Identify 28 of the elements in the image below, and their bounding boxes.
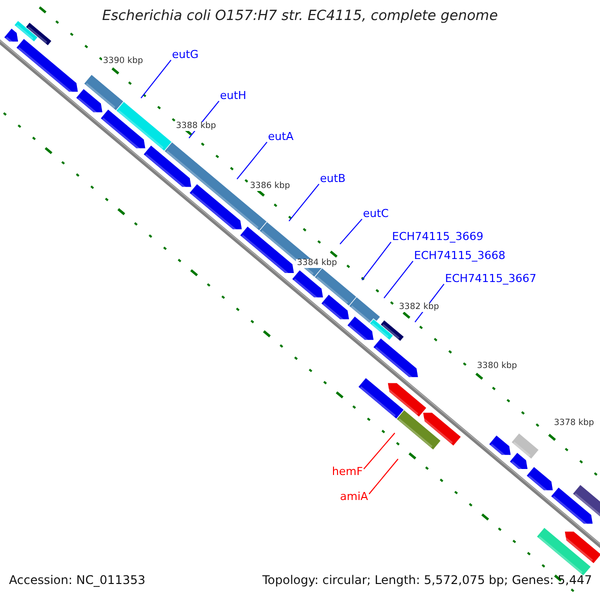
gene-label: eutB <box>320 173 346 186</box>
gene-label: ECH74115_3667 <box>445 273 536 286</box>
tick-label: 3390 kbp <box>102 57 144 66</box>
gene-label: amiA <box>340 491 368 504</box>
gene-label: eutA <box>268 131 294 144</box>
leader-line <box>362 242 392 281</box>
tick-label: 3388 kbp <box>175 122 218 132</box>
tick-label: 3380 kbp <box>476 362 518 372</box>
gene-label: eutH <box>220 90 246 102</box>
tick-label: 3378 kbp <box>553 419 596 428</box>
leader-line <box>363 432 396 470</box>
tick-label: 3386 kbp <box>249 182 292 192</box>
footer-text: Accession: NC_011353 <box>9 574 146 588</box>
gene-label: hemF <box>332 466 363 478</box>
gene-label: ECH74115_3668 <box>414 250 506 262</box>
tick-label: 3384 kbp <box>296 259 338 268</box>
leader-line <box>368 458 399 494</box>
leader-line <box>340 218 362 245</box>
leader-line <box>288 184 320 222</box>
leader-line <box>140 60 172 99</box>
tick-label: 3382 kbp <box>398 303 440 312</box>
leader-line <box>236 142 268 180</box>
gene-label: eutC <box>363 208 389 220</box>
title: Escherichia coli O157:H7 str. EC4115, complete genome <box>101 9 499 24</box>
gene-label: ECH74115_3669 <box>392 231 484 244</box>
gene-label: eutG <box>172 49 199 62</box>
leader-line <box>384 260 414 299</box>
footer-text: Topology: circular; Length: 5,572,075 bp; Genes: 5,447 <box>262 574 592 588</box>
